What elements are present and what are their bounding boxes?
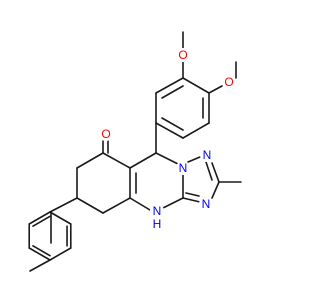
hydrogen-label: H <box>153 217 162 231</box>
atom-labels: O O O N N N N H <box>99 48 236 231</box>
bond <box>129 197 151 211</box>
bond <box>49 197 78 213</box>
bond <box>28 211 51 225</box>
bond <box>185 192 200 197</box>
atom-oxygen-methoxy-top: O <box>176 48 190 62</box>
nitrogen-label: N <box>202 197 211 211</box>
bond <box>129 152 157 169</box>
bond <box>28 247 51 261</box>
oxygen-label: O <box>101 127 110 141</box>
bond <box>161 117 184 131</box>
bond <box>155 152 179 165</box>
bond <box>29 259 51 272</box>
bond <box>182 197 201 203</box>
bond <box>211 181 220 199</box>
bond <box>162 197 184 209</box>
oxygen-label: O <box>178 48 187 62</box>
bond <box>102 152 131 169</box>
molecular-structure: O O O N N N N H <box>28 31 242 272</box>
bond <box>182 122 210 139</box>
bond <box>76 197 104 214</box>
oxygen-label: O <box>224 75 233 89</box>
atom-oxygen-methoxy-right: O <box>222 75 236 89</box>
bond <box>32 215 51 227</box>
bond <box>182 77 210 94</box>
bond <box>155 77 184 94</box>
bond <box>76 152 104 169</box>
atom-hydrogen-nh: H <box>153 217 162 231</box>
atom-oxygen-ketone: O <box>99 127 113 141</box>
bonds <box>28 31 242 272</box>
bond <box>102 197 131 214</box>
bond <box>187 156 201 163</box>
bond <box>205 161 213 181</box>
bond <box>49 211 72 225</box>
bond <box>208 85 223 94</box>
nitrogen-label: N <box>153 204 162 218</box>
atom-nitrogen-triazole-top: N <box>200 148 214 162</box>
bond <box>49 247 72 261</box>
nitrogen-label: N <box>179 161 188 175</box>
nitrogen-label: N <box>203 148 212 162</box>
bond <box>161 85 184 99</box>
bond <box>32 245 51 257</box>
atom-nitrogen-bridge: N <box>176 161 190 175</box>
bond <box>211 162 220 183</box>
atom-nitrogen-triazole-bottom: N <box>199 197 213 211</box>
bond <box>155 122 184 139</box>
atom-nitrogen-nh: N <box>150 204 164 218</box>
